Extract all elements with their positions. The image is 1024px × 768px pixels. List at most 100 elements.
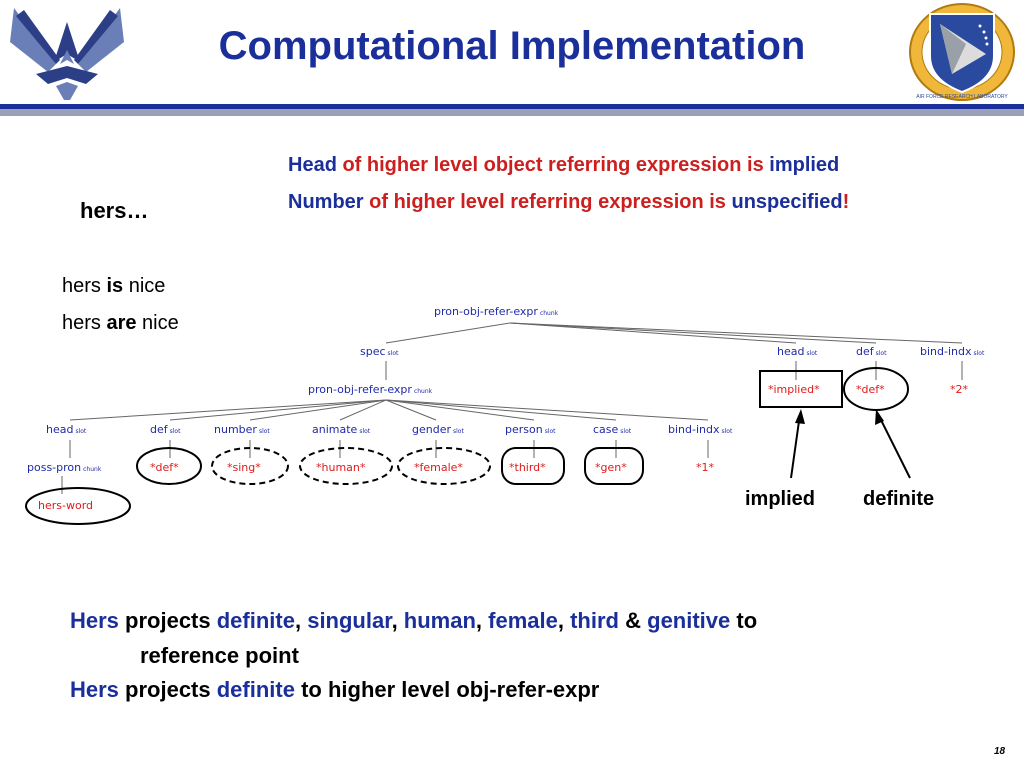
tree-slot-head-type: slot	[806, 350, 818, 357]
tree-root-text: pron-obj-refer-expr	[434, 305, 538, 318]
line1-run-7: ,	[475, 608, 489, 633]
line2-run-3: to higher level obj-refer-expr	[294, 677, 600, 702]
tree-slot-spec-type: slot	[387, 350, 399, 357]
tree-inner-slot-case-text: case	[593, 423, 619, 436]
example-2: hers are nice	[62, 312, 179, 335]
label-definite: definite	[863, 488, 935, 510]
line1-run-6: human	[403, 608, 476, 633]
header-line-2-body: of higher level referring expression is	[363, 191, 732, 213]
usaf-wings-icon	[6, 2, 128, 102]
tree-poss-pron-type: chunk	[83, 466, 102, 473]
summary-line-1-cont: reference point	[140, 643, 299, 668]
tree-value-implied: *implied*	[768, 383, 820, 396]
tree-value-def-inner: *def*	[150, 461, 179, 474]
tree-inner-slot-animate-text: animate	[312, 423, 358, 436]
tree-value-hers-word: hers-word	[38, 499, 93, 512]
tree-value-bind: *2*	[950, 383, 968, 396]
tree-slot-head-text: head	[777, 345, 805, 358]
line2-run-2: definite	[216, 677, 295, 702]
tree-inner-slot-head-type: slot	[75, 428, 87, 435]
tree-inner-slot-person-text: person	[505, 423, 543, 436]
tree-inner-slot-bind-indx-text: bind-indx	[668, 423, 720, 436]
line1-run-4: singular	[307, 608, 392, 633]
tree-inner-slot-number-text: number	[214, 423, 257, 436]
tree-inner-type: chunk	[413, 388, 433, 395]
tree-value-def: *def*	[856, 383, 885, 396]
example-1-w3: nice	[123, 275, 166, 297]
tree-slot-bind-indx-type: slot	[973, 350, 985, 357]
line1-run-5: ,	[391, 608, 404, 633]
label-implied: implied	[745, 488, 816, 510]
tree-value-female: *female*	[414, 461, 463, 474]
tree-inner-slot-person-type: slot	[544, 428, 556, 435]
tree-inner-slot-animate-type: slot	[359, 428, 371, 435]
tree-value-human: *human*	[316, 461, 366, 474]
summary-line-1: Hers projects definite, singular, human,…	[70, 608, 757, 634]
tree-root-type: chunk	[539, 310, 559, 317]
tree-inner-slot-bind-indx-type: slot	[721, 428, 733, 435]
tree-inner-slot-head-text: head	[46, 423, 74, 436]
header-line-2-subject: Number	[288, 191, 364, 213]
slide-title: Computational Implementation	[218, 24, 806, 68]
tree-value-third: *third*	[509, 461, 546, 474]
header-line-2-value: unspecified	[731, 191, 843, 213]
line1-run-11: &	[619, 608, 648, 633]
tree-inner-text: pron-obj-refer-expr	[308, 383, 412, 396]
page-number: 18	[994, 746, 1006, 757]
example-1-verb: is	[106, 275, 124, 297]
tree-inner-slot-gender-type: slot	[453, 428, 464, 435]
example-1-w1: hers	[62, 275, 107, 297]
tree-inner-slot-case-type: slot	[620, 428, 632, 435]
tree-value-bind-inner: *1*	[696, 461, 714, 474]
line1-run-9: ,	[557, 608, 571, 633]
line1-run-0: Hers	[70, 608, 119, 633]
tree-inner-slot-def-type: slot	[169, 428, 181, 435]
tree-inner-slot-def-text: def	[150, 423, 168, 436]
header-line-2: Number of higher level referring express…	[288, 191, 849, 214]
tree-inner-slot-number-type: slot	[258, 428, 270, 435]
example-2-verb: are	[106, 312, 137, 334]
line1-run-12: genitive	[647, 608, 731, 633]
line2-run-1: projects	[118, 677, 217, 702]
header-line-1: Head of higher level object referring ex…	[288, 154, 839, 177]
seal-text: AIR FORCE RESEARCH LABORATORY	[916, 94, 1008, 100]
example-2-w3: nice	[136, 312, 179, 334]
line1-run-10: third	[570, 608, 619, 633]
line1-run-2: definite	[216, 608, 295, 633]
header-line-1-value: implied	[769, 154, 840, 176]
line1-run-1: projects	[118, 608, 217, 633]
header-line-1-body: of higher level object referring express…	[336, 154, 770, 176]
summary-line-2: Hers projects definite to higher level o…	[70, 677, 599, 703]
line1-run-8: female	[488, 608, 558, 633]
line2-run-0: Hers	[70, 677, 119, 702]
tree-slot-def-type: slot	[875, 350, 887, 357]
example-2-w1: hers	[62, 312, 107, 334]
tree-slot-spec-text: spec	[360, 345, 386, 358]
example-1: hers is nice	[62, 275, 165, 298]
header-rule	[0, 104, 1024, 109]
line1-run-13: to	[730, 608, 758, 633]
header-rule-shadow	[0, 109, 1024, 116]
header-line-1-subject: Head	[288, 154, 337, 176]
tree-value-gen: *gen*	[595, 461, 627, 474]
tree-value-sing: *sing*	[227, 461, 261, 474]
hers-heading: hers…	[80, 198, 149, 223]
tree-slot-def-text: def	[856, 345, 874, 358]
tree-slot-bind-indx-text: bind-indx	[920, 345, 972, 358]
afrl-seal-icon: AIR FORCE RESEARCH LABORATORY	[906, 0, 1018, 104]
